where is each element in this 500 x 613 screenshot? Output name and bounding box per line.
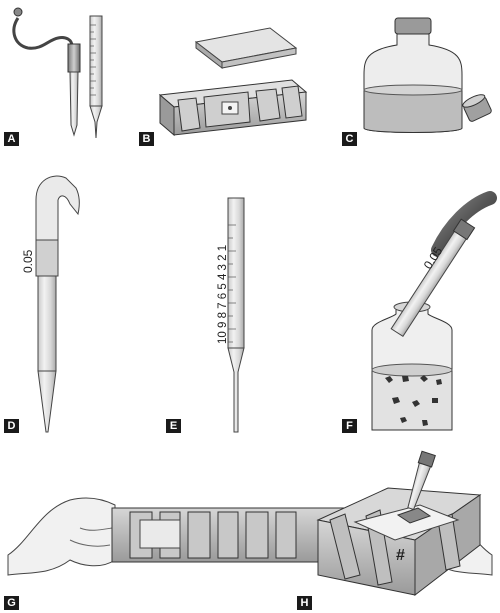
panel-c-illustration <box>363 17 492 133</box>
panel-label-e: E <box>166 419 181 433</box>
panel-label-a: A <box>4 132 19 146</box>
panel-label-g: G <box>4 596 19 610</box>
panel-d-illustration <box>35 175 80 433</box>
panel-a-illustration <box>12 7 103 139</box>
pipette-d-volume-mark: 0.05 <box>21 249 35 273</box>
panel-label-f: F <box>342 419 357 433</box>
chamber-grid-mark: # <box>396 547 405 564</box>
panel-b-illustration <box>158 27 308 137</box>
panel-f-illustration <box>371 191 497 431</box>
panel-label-d: D <box>4 419 19 433</box>
pipette-e-scale-numbers: 10 9 8 7 6 5 4 3 2 1 <box>217 245 229 344</box>
panel-label-h: H <box>297 596 312 610</box>
panel-label-b: B <box>139 132 154 146</box>
panel-e-illustration <box>227 197 245 433</box>
panel-h-illustration <box>316 450 482 597</box>
panel-label-c: C <box>342 132 357 146</box>
